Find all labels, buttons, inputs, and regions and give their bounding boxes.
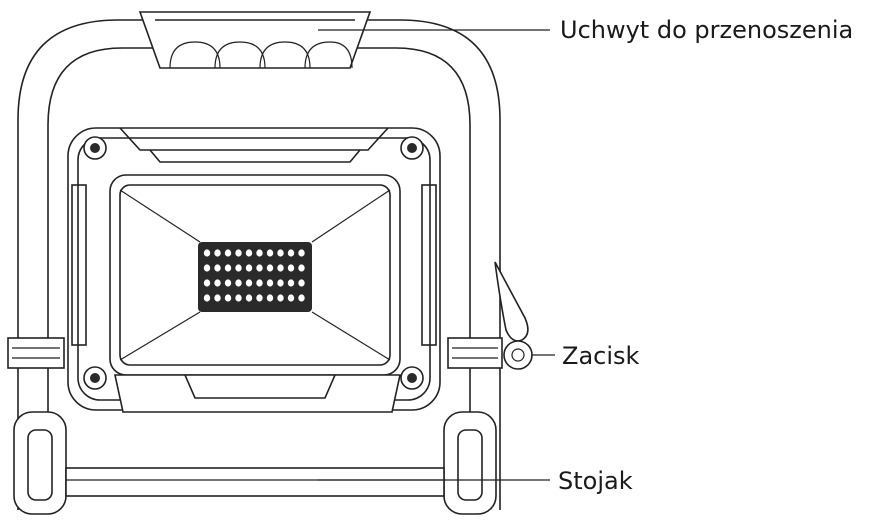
led-dot	[203, 294, 211, 302]
led-dot	[266, 264, 274, 272]
led-dot	[256, 249, 263, 257]
led-dot	[266, 294, 274, 302]
led-dot	[245, 249, 253, 257]
led-dot	[214, 264, 221, 272]
led-dot	[235, 279, 242, 287]
clamp-label: Zacisk	[562, 342, 640, 370]
carry-handle	[138, 11, 372, 69]
led-dot	[214, 294, 221, 302]
led-dot	[266, 249, 274, 257]
led-panel	[198, 242, 312, 312]
led-dot	[287, 249, 295, 257]
led-dot	[203, 264, 211, 272]
led-dot	[235, 264, 242, 272]
led-dot	[277, 294, 284, 302]
led-dot	[256, 294, 263, 302]
led-dot	[298, 294, 305, 302]
led-dot	[266, 279, 274, 287]
led-dot	[203, 249, 211, 257]
led-dot	[245, 264, 253, 272]
led-dot	[298, 279, 305, 287]
led-dot	[214, 249, 221, 257]
leader-lines	[318, 29, 555, 481]
stand	[13, 411, 497, 515]
led-dot	[245, 279, 253, 287]
led-dot	[224, 279, 232, 287]
handle-label: Uchwyt do przenoszenia	[560, 16, 853, 44]
led-dot	[235, 294, 242, 302]
led-dot	[277, 264, 284, 272]
led-dot	[224, 294, 232, 302]
led-dot	[287, 279, 295, 287]
led-dot	[277, 279, 284, 287]
stand-label: Stojak	[558, 467, 633, 495]
led-dot	[224, 249, 232, 257]
led-dot	[277, 249, 284, 257]
led-dot	[287, 264, 295, 272]
led-dot	[235, 249, 242, 257]
led-dot	[298, 264, 305, 272]
corner-screws	[83, 136, 424, 390]
led-dot	[214, 279, 221, 287]
led-dot	[203, 279, 211, 287]
led-dot	[287, 294, 295, 302]
led-array	[203, 249, 305, 302]
led-dot	[224, 264, 232, 272]
led-dot	[256, 264, 263, 272]
mounting-brackets	[7, 337, 503, 369]
clamp-knob	[494, 261, 533, 370]
led-dot	[245, 294, 253, 302]
led-dot	[256, 279, 263, 287]
led-dot	[298, 249, 305, 257]
